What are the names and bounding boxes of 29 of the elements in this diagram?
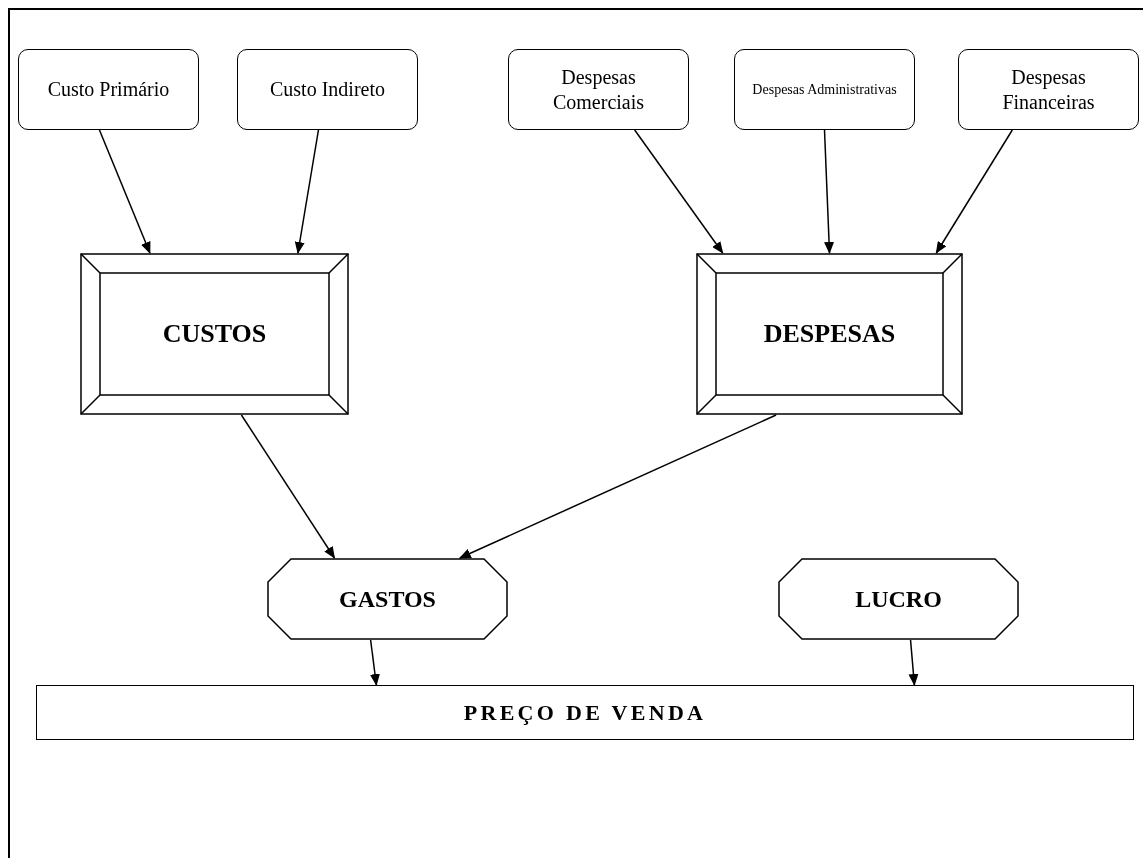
octagon-box	[778, 558, 1019, 640]
rectangle-box	[36, 685, 1134, 740]
rounded-box	[958, 49, 1139, 130]
rounded-box	[508, 49, 689, 130]
node-label: DESPESAS	[762, 317, 897, 350]
node-label: CUSTOS	[161, 317, 268, 350]
arrow	[98, 129, 151, 254]
beveled-frame-box	[80, 253, 349, 415]
node-label: Despesas Administrativas	[751, 80, 898, 99]
arrow	[908, 639, 919, 686]
node-label: Custo Primário	[46, 77, 171, 102]
node-label: GASTOS	[338, 585, 437, 614]
arrow	[369, 639, 380, 686]
node-label: Custo Indireto	[269, 77, 386, 102]
arrow	[935, 129, 1014, 254]
arrow	[294, 129, 320, 254]
arrow	[633, 129, 724, 254]
rounded-box	[734, 49, 915, 130]
rounded-box	[237, 49, 418, 130]
arrow	[823, 129, 835, 254]
node-label: Despesas Financeiras	[1001, 64, 1096, 115]
beveled-frame-box	[696, 253, 963, 415]
node-label: PREÇO DE VENDA	[462, 698, 708, 727]
octagon-box	[267, 558, 508, 640]
rounded-box	[18, 49, 199, 130]
arrow	[240, 414, 336, 559]
node-label: Despesas Comerciais	[551, 64, 646, 115]
arrow	[458, 414, 777, 559]
node-label: LUCRO	[854, 585, 943, 614]
